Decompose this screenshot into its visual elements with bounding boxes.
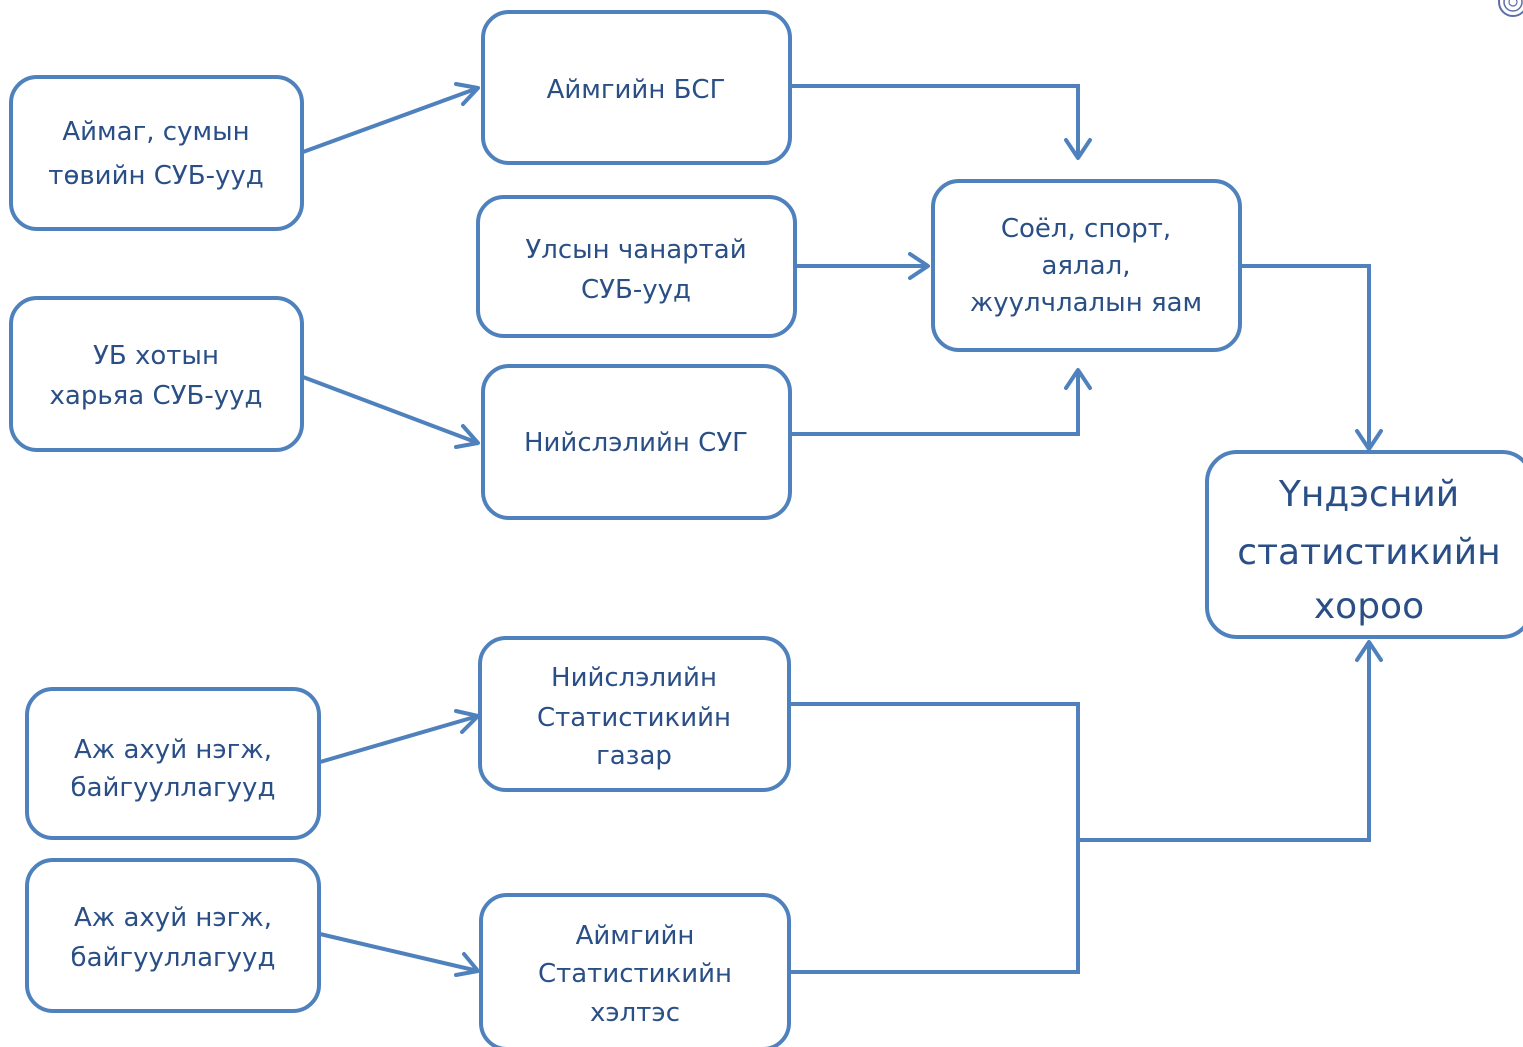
arrowhead-sug-up-to-ministry [1064, 368, 1092, 390]
node-aimag-sum-sub: Аймаг, сумын төвийн СУБ-ууд [9, 75, 304, 231]
node-line: Нийслэлийн [551, 663, 717, 693]
edge-merge-to-nso [1078, 642, 1371, 842]
node-line: Үндэсний [1278, 474, 1459, 515]
node-line: Аймгийн [576, 921, 695, 951]
arrowhead-bsg-down-to-ministry [1064, 138, 1092, 160]
node-line: харьяа СУБ-ууд [50, 381, 263, 411]
node-line: статистикийн [1237, 532, 1500, 573]
node-aimag-stat: Аймгийн Статистикийн хэлтэс [479, 893, 791, 1047]
arrowhead-to-aimag-bsg [454, 82, 480, 106]
connectors [302, 84, 1371, 974]
node-line: Аж ахуй нэгж, [74, 735, 272, 765]
node-line: хороо [1314, 586, 1424, 627]
arrowhead-down-to-nso [1355, 429, 1383, 451]
node-line: төвийн СУБ-ууд [48, 161, 263, 191]
node-line: Улсын чанартай [525, 235, 746, 265]
node-line: хэлтэс [590, 998, 680, 1028]
arrowhead-to-aimag-stat [454, 952, 480, 977]
emblem-icon [1498, 0, 1523, 17]
node-line: СУБ-ууд [581, 275, 691, 305]
node-line: Аж ахуй нэгж, [74, 903, 272, 933]
node-line: УБ хотын [93, 341, 219, 371]
node-line: Нийслэлийн СУГ [524, 428, 748, 458]
node-line: байгууллагууд [71, 943, 276, 973]
node-line: жуулчлалын яам [970, 288, 1202, 318]
node-line: Статистикийн [537, 703, 731, 733]
node-business-2: Аж ахуй нэгж, байгууллагууд [25, 858, 321, 1013]
node-line: байгууллагууд [71, 773, 276, 803]
node-ub-sub: УБ хотын харьяа СУБ-ууд [9, 296, 304, 452]
node-business-1: Аж ахуй нэгж, байгууллагууд [25, 687, 321, 840]
arrowhead-up-to-nso [1355, 640, 1383, 662]
edge-ministry-to-nso [1240, 264, 1371, 449]
edge-aimag-sum-to-aimag-bsg [302, 86, 479, 154]
node-line: Аймгийн БСГ [547, 75, 726, 105]
edge-niislel-stat-to-merge [790, 702, 1080, 838]
node-line: Соёл, спорт, [1001, 214, 1171, 244]
edge-aimag-bsg-to-ministry [790, 84, 1080, 158]
edge-aimag-stat-to-merge [790, 838, 1080, 974]
arrowhead-ulsyn-to-ministry [908, 252, 930, 280]
node-line: газар [596, 741, 672, 771]
arrowhead-to-niislel-sug [454, 424, 480, 449]
node-aimag-bsg: Аймгийн БСГ [481, 10, 792, 165]
node-nso: Үндэсний статистикийн хороо [1205, 450, 1523, 639]
edge-niislel-sug-to-ministry [790, 370, 1080, 436]
node-ulsyn-sub: Улсын чанартай СУБ-ууд [476, 195, 797, 338]
node-line: аялал, [1041, 251, 1130, 281]
edge-business1-to-niislel-stat [319, 714, 479, 764]
node-line: Статистикийн [538, 959, 732, 989]
node-ministry: Соёл, спорт, аялал, жуулчлалын яам [931, 179, 1242, 352]
edge-ub-to-niislel-sug [302, 375, 479, 445]
node-niislel-stat: Нийслэлийн Статистикийн газар [478, 636, 791, 792]
edge-business2-to-aimag-stat [319, 932, 479, 973]
node-niislel-sug: Нийслэлийн СУГ [481, 364, 792, 520]
node-line: Аймаг, сумын [62, 117, 249, 147]
